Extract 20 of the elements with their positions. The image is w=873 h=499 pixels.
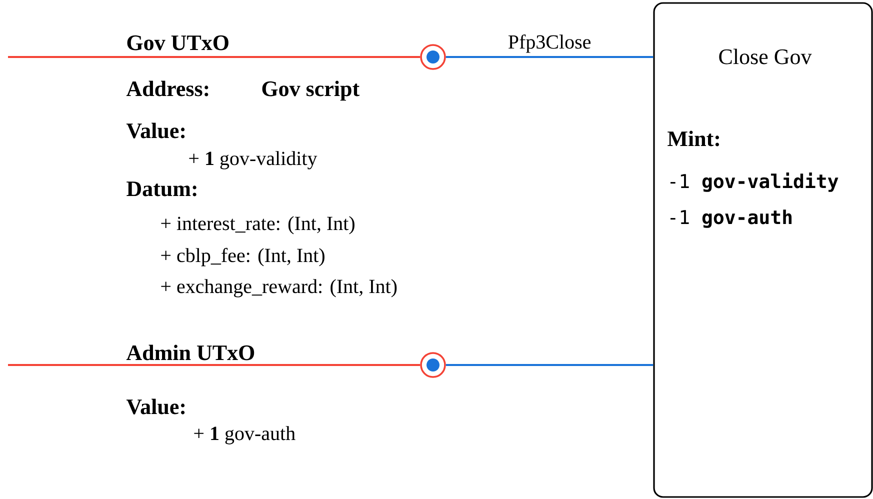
process-box: Close Gov Mint: -1 gov-validity -1 gov-auth	[653, 2, 873, 498]
field-value: + 1 gov-validity	[189, 151, 318, 170]
field-heading: Gov UTxO	[127, 35, 228, 50]
connection-port	[420, 44, 446, 70]
field-heading: Value:	[126, 122, 185, 138]
field-heading: Address:	[126, 80, 208, 96]
connection-port	[420, 352, 446, 378]
field-heading: Datum:	[126, 182, 196, 196]
field-heading: Admin UTxO	[126, 344, 254, 360]
edge-label: Pfp3Close	[508, 34, 591, 53]
field-heading: Value:	[126, 398, 185, 414]
field-value: + interest_rate: (Int, Int)	[161, 216, 354, 234]
field-value: + cblp_fee: (Int, Int)	[161, 248, 324, 266]
field-value: + exchange_reward: (Int, Int)	[161, 279, 397, 298]
connector-line	[8, 364, 420, 366]
connector-line	[446, 56, 654, 58]
connector-line	[8, 56, 420, 58]
field-heading: Gov script	[262, 80, 360, 101]
field-value: + 1 gov-auth	[194, 426, 296, 444]
connector-line	[446, 364, 654, 366]
